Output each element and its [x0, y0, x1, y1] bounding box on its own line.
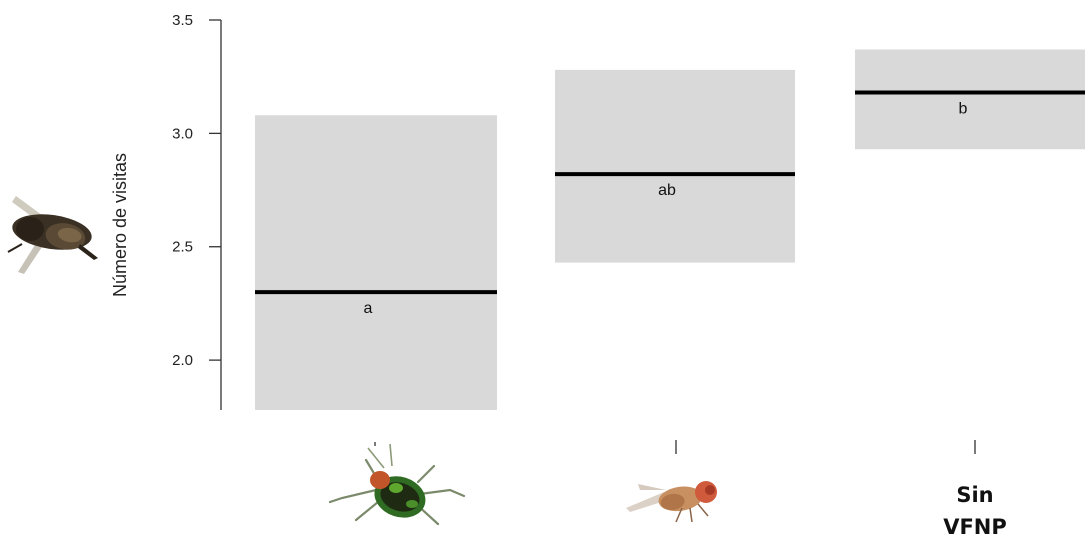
fruit-fly-icon	[626, 481, 717, 523]
boxes: a ab b	[255, 49, 1085, 411]
significance-letter: a	[364, 300, 373, 317]
ci-box	[555, 69, 795, 263]
bee-icon	[7, 196, 98, 274]
ci-box	[855, 49, 1085, 150]
ci-box	[255, 115, 497, 411]
y-axis: 2.0 2.5 3.0 3.5	[172, 12, 222, 410]
significance-letter: ab	[658, 182, 676, 199]
category-label-line1: Sin	[956, 483, 993, 507]
x-ticks	[374, 440, 976, 454]
category-label-line2: VFNP	[943, 515, 1007, 539]
y-axis-label: Número de visitas	[110, 153, 130, 297]
significance-letter: b	[959, 101, 968, 118]
y-tick-label: 3.0	[172, 125, 193, 142]
beetle-icon	[328, 443, 466, 526]
y-tick-label: 2.5	[172, 239, 193, 256]
y-tick-label: 3.5	[172, 12, 193, 29]
y-tick-label: 2.0	[172, 352, 193, 369]
